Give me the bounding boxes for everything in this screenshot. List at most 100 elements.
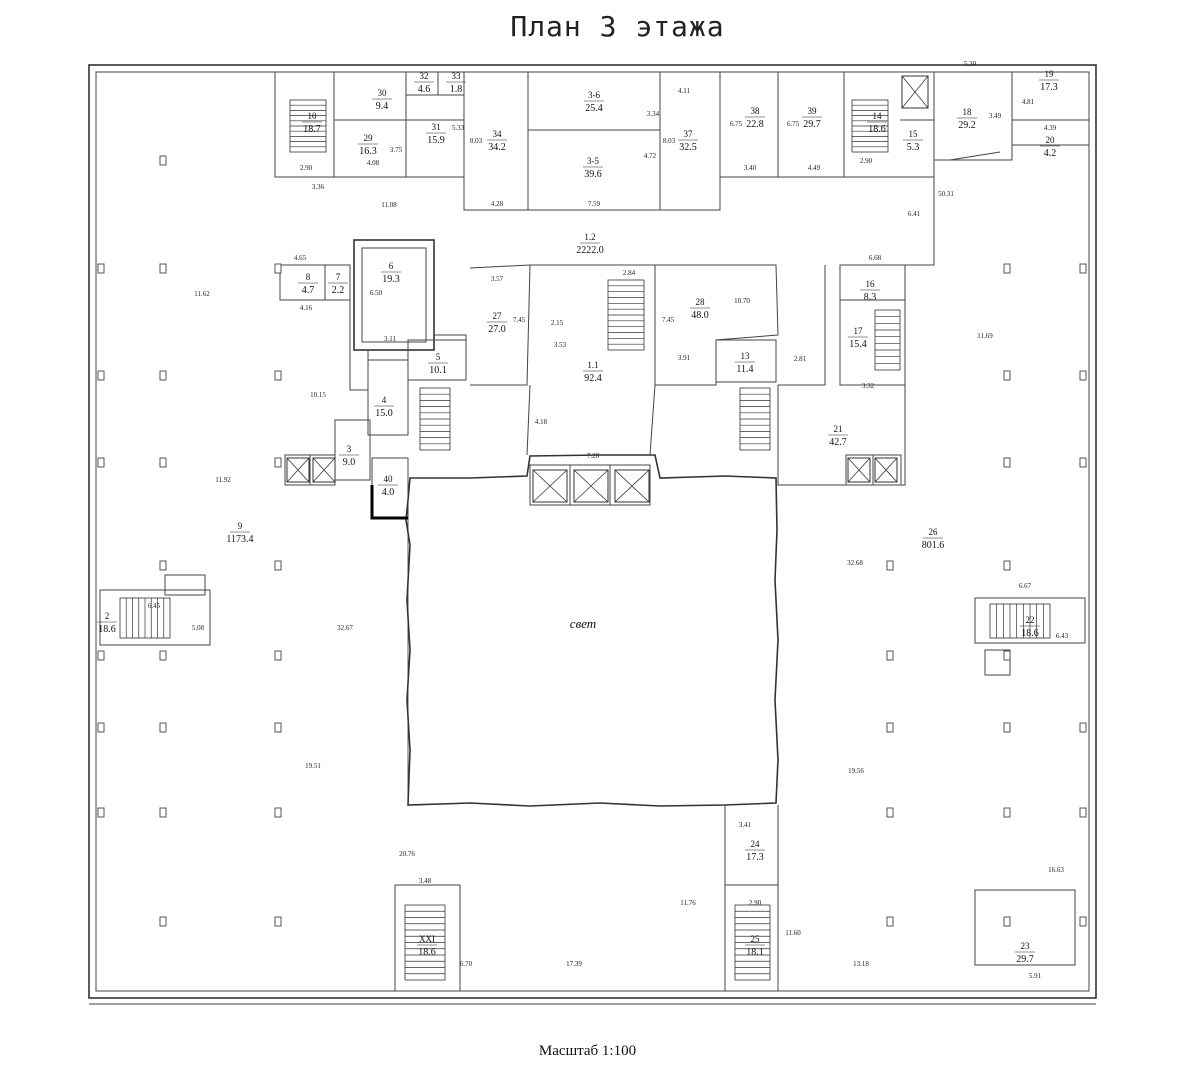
- room-label: 84.7: [298, 272, 318, 296]
- room-area: 27.0: [488, 324, 506, 335]
- room-number: 17: [854, 326, 864, 336]
- room-number: 7: [336, 272, 341, 282]
- dimension-value: 4.28: [491, 200, 504, 208]
- column-marker: [1003, 263, 1011, 274]
- dimension-value: 11.08: [381, 201, 397, 209]
- column-marker: [97, 650, 105, 661]
- room-area: 15.9: [427, 135, 445, 146]
- room-area: 15.4: [849, 339, 867, 350]
- column-marker: [159, 263, 167, 274]
- room-number: 6: [389, 261, 394, 271]
- dimension-value: 11.92: [215, 476, 231, 484]
- dimension-value: 3.49: [989, 112, 1002, 120]
- dimension-value: 2.84: [623, 269, 636, 277]
- column-marker: [159, 807, 167, 818]
- dimension-value: 2.90: [749, 899, 762, 907]
- shaft-box: [901, 75, 929, 109]
- dimension-value: 50.31: [938, 190, 954, 198]
- stair-flight: [607, 279, 645, 351]
- column-marker: [1003, 807, 1011, 818]
- shaft-box: [532, 469, 568, 503]
- left-core-rooms: [279, 239, 531, 520]
- room-area: 15.0: [375, 408, 393, 419]
- room-area: 1.8: [450, 84, 463, 95]
- room-area: 34.2: [488, 142, 506, 153]
- dimension-value: 20.76: [399, 850, 415, 858]
- shaft-box: [847, 457, 871, 483]
- room-label: 331.8: [446, 71, 466, 95]
- room-number: 4: [382, 395, 387, 405]
- column-marker: [886, 722, 894, 733]
- room-number: 3: [347, 444, 352, 454]
- room-area: 29.7: [803, 119, 821, 130]
- dimension-value: 6.43: [1056, 632, 1069, 640]
- room-number: 20: [1046, 135, 1056, 145]
- column-marker: [97, 370, 105, 381]
- column-marker: [1003, 457, 1011, 468]
- column-marker: [274, 807, 282, 818]
- room-area: 10.1: [429, 365, 447, 376]
- column-marker: [886, 916, 894, 927]
- dimension-value: 7.45: [513, 316, 526, 324]
- dimension-value: 13.18: [853, 960, 869, 968]
- dimension-value: 16.63: [1048, 866, 1064, 874]
- dimension-value: 6.75: [730, 120, 743, 128]
- outer-walls: [88, 64, 1097, 1005]
- dimension-value: 3.91: [678, 354, 691, 362]
- dimension-value: 6.75: [787, 120, 800, 128]
- room-number: 30: [378, 88, 388, 98]
- room-area: 18.7: [303, 124, 321, 135]
- light-well: [405, 454, 779, 807]
- dimension-value: 5.91: [1029, 972, 1042, 980]
- dimension-value: 5.30: [964, 60, 977, 68]
- room-number: 1.2: [584, 232, 595, 242]
- light-well-label: свет: [570, 616, 596, 631]
- room-label: 34 34.2: [487, 129, 507, 153]
- dimension-value: 4.49: [808, 164, 821, 172]
- room-area: 42.7: [829, 437, 847, 448]
- stair-flight: [119, 597, 171, 639]
- column-marker: [886, 560, 894, 571]
- room-area: 18.1: [746, 947, 764, 958]
- shaft-box: [573, 469, 609, 503]
- column-marker: [159, 457, 167, 468]
- room-area: 18.6: [1021, 628, 1039, 639]
- room-number: 34: [493, 129, 503, 139]
- dimension-value: 6.45: [148, 602, 161, 610]
- room-number: 37: [684, 129, 694, 139]
- room-number: 19: [1045, 69, 1055, 79]
- shaft-box: [312, 457, 336, 483]
- room-number: 9: [238, 521, 243, 531]
- bottom-rooms: [394, 805, 1076, 992]
- dimension-value: 19.56: [848, 767, 864, 775]
- room-area: 18.6: [418, 947, 436, 958]
- dimension-value: 6.67: [1019, 582, 1032, 590]
- column-marker: [1079, 916, 1087, 927]
- dimension-value: 6.68: [869, 254, 882, 262]
- room-number: 3-5: [587, 156, 599, 166]
- dimension-value: 5.33: [452, 124, 465, 132]
- room-number: 16: [866, 279, 876, 289]
- dimension-value: 6.70: [460, 960, 473, 968]
- dimension-value: 7.59: [588, 200, 601, 208]
- dimension-value: 32.68: [847, 559, 863, 567]
- column-marker: [1003, 560, 1011, 571]
- column-marker: [1079, 370, 1087, 381]
- shaft-box: [286, 457, 310, 483]
- room-area: 4.0: [382, 487, 395, 498]
- stair-flight: [851, 99, 889, 153]
- column-marker: [97, 722, 105, 733]
- dimension-value: 3.36: [312, 183, 325, 191]
- dimension-value: 3.11: [384, 335, 396, 343]
- dimension-value: 10.70: [734, 297, 750, 305]
- room-number: 23: [1021, 941, 1031, 951]
- dimension-value: 3.53: [554, 341, 567, 349]
- room-number: 26: [929, 527, 939, 537]
